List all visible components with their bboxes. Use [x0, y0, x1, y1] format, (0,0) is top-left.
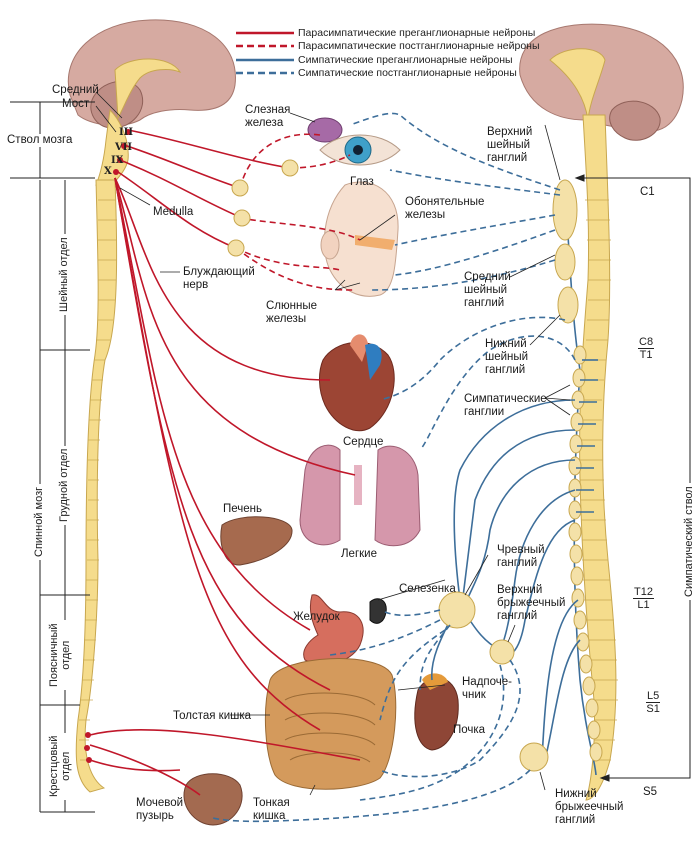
label-thoracic: Грудной отдел — [58, 445, 70, 525]
parasympathetic-ganglia — [227, 159, 299, 257]
kidney-shape — [414, 677, 459, 751]
label-stomach: Желудок — [293, 611, 340, 623]
legend-item-parasympathetic-post: Парасимпатические постганглионарные нейр… — [236, 40, 540, 54]
label-lungs: Легкие — [341, 548, 377, 560]
cranial-nerve-labels: III VII IX X — [104, 127, 133, 177]
label-cervical: Шейный отдел — [58, 234, 70, 315]
label-pons: Мост — [62, 98, 90, 110]
label-inferior-cervical-ganglion: Нижний шейный ганглий — [485, 338, 529, 376]
sympathetic-trunk-bracket — [574, 174, 691, 782]
organs — [183, 117, 459, 826]
label-liver: Печень — [223, 503, 263, 515]
superior-mesenteric-ganglion — [489, 639, 515, 665]
liver-shape — [220, 516, 293, 566]
stomach-shape — [303, 594, 364, 665]
intestines-shape — [264, 658, 397, 790]
legend: Парасимпатические преганглионарные нейро… — [236, 26, 540, 80]
cranial-nerve-X: X — [104, 166, 112, 177]
label-kidney: Почка — [453, 724, 486, 736]
inferior-mesenteric-ganglion — [519, 742, 549, 772]
sympathetic-chain — [430, 179, 603, 776]
legend-item-sympathetic-post: Симпатические постганглионарные нейроны — [236, 67, 540, 81]
label-superior-mesenteric-ganglion: Верхний брыжеечный ганглий — [497, 584, 566, 622]
label-superior-cervical-ganglion: Верхний шейный ганглий — [487, 126, 533, 164]
dashed-blue-line-icon — [236, 72, 294, 75]
heart-shape — [319, 341, 395, 432]
legend-item-sympathetic-pre: Симпатические преганглионарные нейроны — [236, 53, 540, 67]
label-small-intestine: Тонкая кишка — [253, 797, 290, 822]
label-middle-cervical-ganglion: Средний шейный ганглий — [464, 271, 511, 309]
label-spinal-cord: Спинной мозг — [33, 483, 45, 560]
level-s5: S5 — [643, 786, 658, 798]
parasympathetic-nerves — [89, 129, 361, 796]
label-sympathetic-ganglia: Симпатические ганглии — [464, 393, 547, 418]
label-medulla: Medulla — [153, 206, 194, 218]
cranial-nerve-III: III — [119, 127, 133, 138]
legend-item-parasympathetic-pre: Парасимпатические преганглионарные нейро… — [236, 26, 540, 40]
label-inferior-mesenteric-ganglion: Нижний брыжеечный ганглий — [555, 788, 624, 826]
label-celiac-ganglion: Чревный ганглий — [497, 544, 545, 569]
spleen-shape — [369, 598, 387, 624]
label-vagus-nerve: Блуждающий нерв — [183, 266, 255, 291]
label-salivary-glands: Слюнные железы — [266, 300, 318, 325]
right-brain — [519, 23, 684, 141]
level-c1: C1 — [640, 186, 655, 198]
solid-red-line-icon — [236, 31, 294, 34]
lungs-shape — [299, 444, 341, 546]
bladder-shape — [183, 773, 243, 826]
cranial-nerve-dots — [84, 129, 131, 763]
label-heart: Сердце — [343, 436, 384, 448]
label-bladder: Мочевой пузырь — [136, 797, 184, 822]
label-sympathetic-trunk: Симпатический ствол — [683, 483, 695, 600]
label-eye: Глаз — [350, 176, 374, 188]
celiac-ganglion — [438, 591, 476, 629]
label-spleen: Селезенка — [399, 583, 456, 595]
label-adrenal: Надпоче- чник — [462, 676, 512, 701]
dashed-red-line-icon — [236, 45, 294, 48]
lacrimal-gland-shape — [307, 117, 343, 143]
label-olfactory-glands: Обонятельные железы — [405, 196, 485, 221]
label-lacrimal-gland: Слезная железа — [245, 104, 291, 129]
parasympathetic-postganglionic — [235, 133, 361, 291]
cranial-nerve-VII: VII — [114, 142, 132, 153]
label-sacral: Крестцовый отдел — [48, 732, 72, 800]
right-spinal-cord — [579, 114, 617, 801]
solid-blue-line-icon — [236, 58, 294, 61]
left-spinal-cord — [75, 108, 129, 793]
label-large-intestine: Толстая кишка — [173, 710, 252, 722]
left-brain — [67, 19, 236, 129]
label-midbrain: Средний — [52, 84, 99, 96]
label-brainstem: Ствол мозга — [5, 134, 75, 147]
label-lumbar: Поясничный отдел — [48, 620, 72, 690]
cranial-nerve-IX: IX — [111, 155, 124, 166]
leader-lines — [95, 91, 571, 796]
